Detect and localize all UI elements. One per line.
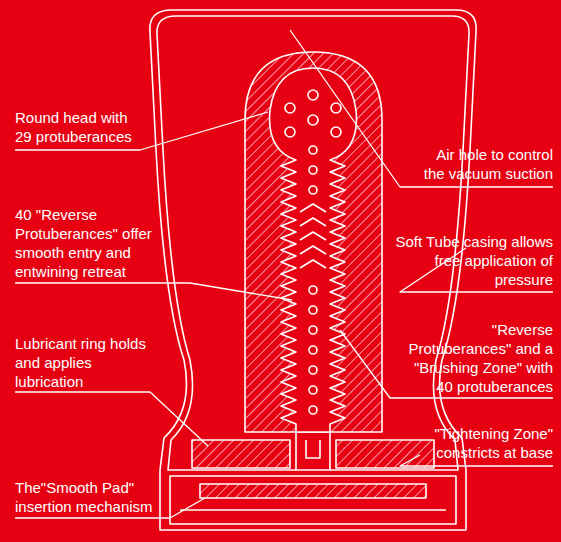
smooth-pad — [200, 484, 426, 498]
sleeve-canal — [270, 68, 357, 432]
insertion-opening — [296, 432, 330, 470]
casing-outline — [150, 10, 476, 530]
canal-protuberances — [309, 146, 317, 414]
callout-label: Air hole to control the vacuum suction — [413, 145, 553, 183]
tightening-ring-right — [336, 440, 434, 468]
callout-label: Soft Tube casing allows free application… — [388, 232, 553, 289]
callout-label: The"Smooth Pad" insertion mechanism — [15, 478, 180, 516]
callout-label: "Tightening Zone" constricts at base — [413, 424, 553, 462]
callout-label: 40 "Reverse Protuberances" offer smooth … — [15, 205, 190, 281]
head-bumps — [285, 90, 341, 137]
leader-lines — [15, 30, 553, 518]
base-cap-detail — [180, 509, 446, 511]
callout-label: Round head with 29 protuberances — [15, 108, 145, 146]
base-cap — [170, 476, 456, 524]
callout-label: Lubricant ring holds and applies lubrica… — [15, 334, 150, 391]
callout-label: "Reverse Protuberances" and a "Brushing … — [398, 320, 553, 396]
sleeve-body — [245, 52, 382, 432]
ridge-zone — [300, 204, 326, 268]
